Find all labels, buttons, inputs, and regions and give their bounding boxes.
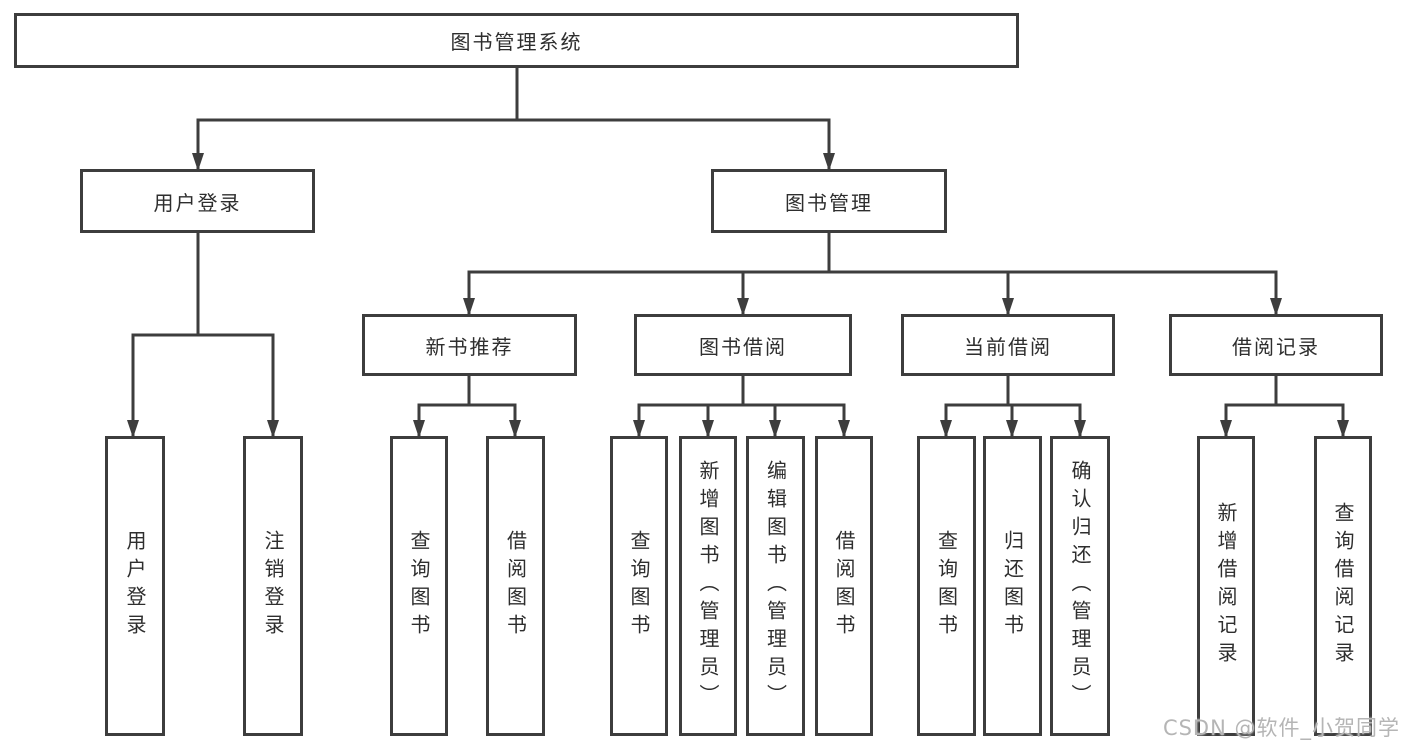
node-current-borrow: 当前借阅 [901,314,1115,376]
node-library-management-system: 图书管理系统 [14,13,1019,68]
edge-borrow-records-to-leaves [1220,374,1349,439]
node-borrow-records: 借阅记录 [1169,314,1383,376]
leaf-confirm-return-admin: 确认归还（管理员） [1050,436,1110,736]
edge-book-borrow-to-leaves [633,374,850,439]
leaf-borrow-book: 借阅图书 [815,436,873,736]
leaf-query-borrow-record: 查询借阅记录 [1314,436,1372,736]
edge-current-borrow-to-leaves [940,374,1086,439]
leaf-query-book-recommend: 查询图书 [390,436,448,736]
edge-new-book-recommend-to-leaves [413,374,521,439]
leaf-add-borrow-record: 新增借阅记录 [1197,436,1255,736]
edge-root-to-level2 [192,66,835,172]
leaf-borrow-book-recommend: 借阅图书 [486,436,545,736]
leaf-query-book: 查询图书 [610,436,668,736]
node-book-management-module: 图书管理 [711,169,947,233]
csdn-watermark: CSDN @软件_小贺同学 [1162,716,1400,740]
leaf-add-book-admin: 新增图书（管理员） [679,436,737,736]
leaf-edit-book-admin: 编辑图书（管理员） [746,436,805,736]
node-new-book-recommend: 新书推荐 [362,314,577,376]
leaf-query-current-book: 查询图书 [917,436,976,736]
leaf-user-login: 用户登录 [105,436,165,736]
edge-user-login-to-leaves [127,231,279,439]
node-book-borrow: 图书借阅 [634,314,852,376]
edge-book-management-to-level3 [463,231,1282,317]
node-user-login-module: 用户登录 [80,169,315,233]
leaf-logout: 注销登录 [243,436,303,736]
leaf-return-book: 归还图书 [983,436,1042,736]
